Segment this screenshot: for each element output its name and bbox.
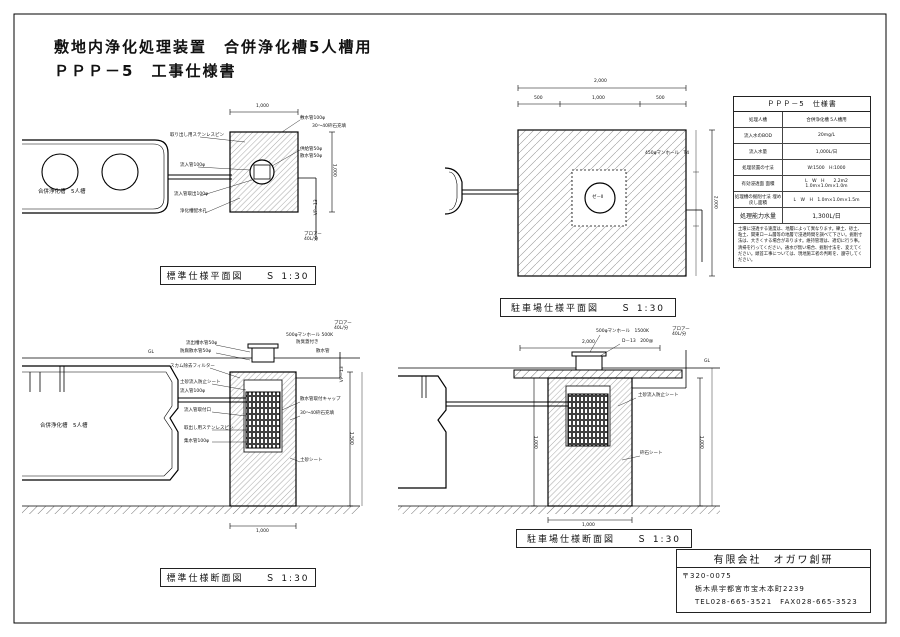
dim-sec-park-width: 1,000 — [582, 523, 595, 528]
spec-key: 処理装置の寸法 — [734, 160, 783, 175]
sec-std-label-7: 流入管100φ — [180, 389, 206, 394]
blower-label-sec-park: ブロアー 40L/分 — [672, 327, 690, 337]
caption-plan-parking: 駐車場仕様平面図 Ｓ 1:30 — [500, 298, 676, 317]
gl-label-park: GL — [704, 359, 710, 364]
company-zip: 〒320-0075 — [682, 572, 732, 580]
d13-label: D－13 200@ — [622, 339, 654, 344]
spec-key: 処理人槽 — [734, 112, 783, 127]
dim-plan-std-height: 1,000 — [331, 163, 337, 177]
plan-parking — [444, 85, 715, 277]
sec-std-label-10: 流入管取付口 — [184, 408, 211, 413]
spec-value: 合併浄化槽 5人槽用 — [806, 117, 847, 123]
sec-std-label-5: 散水管 — [316, 349, 330, 354]
spec-notes: 土壌に浸透する速度は、地層によって異なります。礫土、砂土、粘土、関東ローム層等の… — [738, 227, 863, 264]
dim-plan-park-left: 500 — [534, 96, 543, 101]
sec-std-label-8: 散水管取付キャップ — [300, 397, 341, 402]
sec-std-label-2: 防臭蓋付き — [296, 340, 319, 345]
dim-sec-std-width: 1,000 — [256, 529, 269, 534]
dim-plan-park-mid: 1,000 — [592, 96, 605, 101]
sec-park-label-1: 砕石シート — [640, 451, 663, 456]
dim-plan-park-height: 2,000 — [712, 195, 718, 209]
dim-sec-park-depth: 1,000 — [532, 435, 538, 449]
plan-std-label-6: 散水管50φ — [300, 154, 323, 159]
plan-standard — [22, 109, 335, 240]
dim-plan-std-width: 1,000 — [256, 104, 269, 109]
spec-key: 処理能力水量 — [734, 208, 783, 223]
spec-value: 1,000L/日 — [815, 149, 838, 155]
plan-std-label-7: 浄化槽配水孔 — [180, 209, 207, 214]
spec-value: 1,300L/日 — [812, 213, 841, 220]
section-parking — [398, 334, 720, 523]
plan-std-label-3: 流入管100φ — [180, 163, 206, 168]
spec-row: 処理装置の寸法 W:1500 H:1000 — [734, 160, 870, 176]
spec-row: 処理槽の掘削寸法 埋め戻し面積 L W H 1.0m×1.0m×1.5m — [734, 192, 870, 208]
plan-std-label-5: 供給管50φ — [300, 147, 323, 152]
spec-value: W:1500 H:1000 — [807, 165, 846, 171]
spec-row: 処理人槽 合併浄化槽 5人槽用 — [734, 112, 870, 128]
spec-key: 流入水量 — [734, 144, 783, 159]
spec-row: 処理能力水量 1,300L/日 — [734, 208, 870, 224]
spec-value: 20mg/L — [818, 133, 835, 138]
section-standard — [22, 343, 363, 529]
sec-park-label-0: 土砂流入防止シート — [638, 393, 679, 398]
sec-std-label-9: 30～40砕石充填 — [300, 411, 334, 416]
company-phone: TEL028-665-3521 FAX028-665-3523 — [695, 598, 858, 606]
company-name: 有限会社 オガワ創研 — [677, 550, 870, 568]
dim-sec-park-depth2: 1,000 — [698, 435, 704, 449]
plan-std-label-8: VP－13 — [313, 199, 319, 216]
sec-std-label-11: 取出し用ステンレスピン — [184, 426, 234, 431]
tank-label-plan: 合併浄化槽 5人槽 — [38, 189, 86, 195]
drawing-subtitle: ＰＰＰ－5 工事仕様書 — [54, 62, 237, 80]
sec-std-label-13: 土砂シート — [300, 458, 323, 463]
company-block: 有限会社 オガワ創研 〒320-0075 栃木県宇都宮市宝木本町2239 TEL… — [676, 549, 871, 613]
sec-std-label-3: 防腐散水管50φ — [180, 349, 212, 354]
blower-label-plan: ブロアー 40L/分 — [304, 232, 322, 242]
blower-label-sec-std: ブロアー 40L/分 — [334, 321, 352, 331]
tank-label-section: 合併浄化槽 5人槽 — [40, 423, 88, 429]
sec-std-label-0: 500φマンホール 500K — [286, 333, 334, 338]
dim-sec-park-top: 2,000 — [582, 340, 595, 345]
plan-std-label-0: 敷水管100φ — [300, 116, 326, 121]
spec-row: 流入水量 1,000L/日 — [734, 144, 870, 160]
caption-plan-standard: 標準仕様平面図 Ｓ 1:30 — [160, 266, 316, 285]
spec-table: ＰＰＰ－5 仕様書 処理人槽 合併浄化槽 5人槽用 流入水のBOD 20mg/L 流… — [733, 96, 871, 269]
spec-key: 流入水のBOD — [734, 128, 783, 143]
plan-std-label-4: 流入管取出100φ — [174, 192, 209, 197]
spec-row: 有効浸透面 面積 L W H 2.2m2 1.0m×1.0m×1.0m — [734, 176, 870, 192]
manhole-label-plan: 450φマンホール T4 — [645, 151, 690, 156]
company-address: 栃木県宇都宮市宝木本町2239 — [695, 585, 805, 593]
sec-std-label-1: 流出槽水管50φ — [186, 341, 218, 346]
manhole-label-sec: 500φマンホール 1500K — [596, 329, 649, 334]
dim-sec-std-depth: 1,500 — [348, 431, 354, 445]
caption-section-parking: 駐車場仕様断面図 Ｓ 1:30 — [516, 529, 692, 548]
sec-std-label-14: VP－13 — [339, 366, 345, 383]
dim-plan-park-right: 500 — [656, 96, 665, 101]
dim-plan-park-overall: 2,000 — [594, 79, 607, 84]
spec-key: 処理槽の掘削寸法 埋め戻し面積 — [734, 192, 783, 207]
plan-park-center-label: ゼ－Ⅱ — [592, 195, 604, 200]
sec-std-label-4: スカム除去フィルター — [170, 364, 215, 369]
caption-section-standard: 標準仕様断面図 Ｓ 1:30 — [160, 568, 316, 587]
sec-std-label-12: 集水管100φ — [184, 439, 210, 444]
drawing-title: 敷地内浄化処理装置 合併浄化槽5人槽用 — [54, 38, 373, 56]
spec-heading: ＰＰＰ－5 仕様書 — [734, 97, 870, 112]
spec-value: L W H 2.2m2 1.0m×1.0m×1.0m — [805, 179, 853, 189]
plan-std-label-2: 取り出し用ステンレスピン — [170, 133, 224, 138]
spec-row: 流入水のBOD 20mg/L — [734, 128, 870, 144]
spec-value: L W H 1.0m×1.0m×1.5m — [793, 197, 860, 203]
plan-std-label-1: 30～40砕石充填 — [312, 124, 346, 129]
spec-key: 有効浸透面 面積 — [734, 176, 783, 191]
gl-label-std: GL — [148, 350, 154, 355]
sec-std-label-6: 土砂流入防止シート — [180, 380, 221, 385]
